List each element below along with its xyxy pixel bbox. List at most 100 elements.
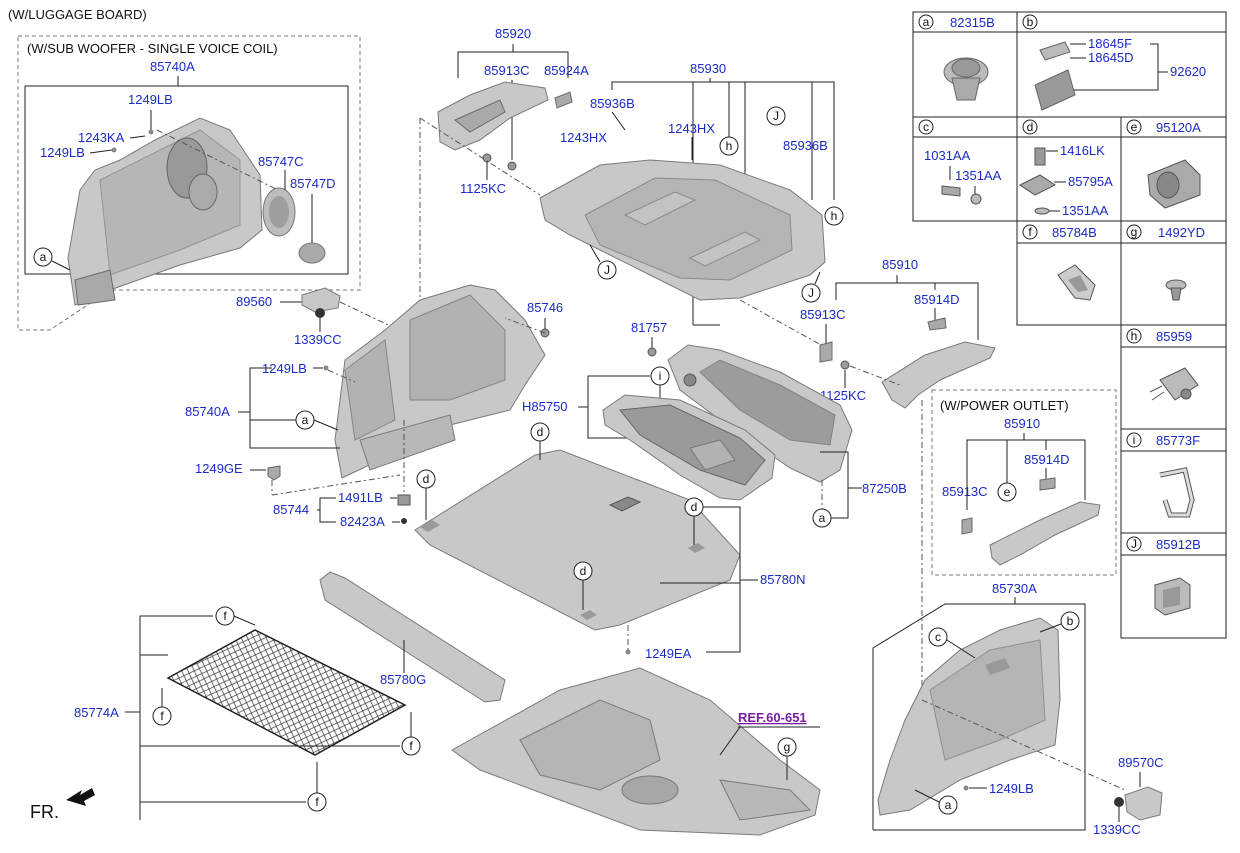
callout-letter: J — [773, 109, 779, 123]
part-number[interactable]: 85744 — [273, 502, 309, 517]
part-number[interactable]: 85747D — [290, 176, 336, 191]
part-number[interactable]: 1339CC — [1093, 822, 1141, 837]
legend-cell-g: g 1492YD — [1126, 224, 1205, 301]
part-number[interactable]: 89570C — [1118, 755, 1164, 770]
part-number[interactable]: 85784B — [1052, 225, 1097, 240]
callout-letter: e — [1004, 485, 1011, 499]
part-number[interactable]: 1492YD — [1158, 225, 1205, 240]
part-number[interactable]: 1243HX — [668, 121, 715, 136]
callout-letter: b — [1067, 614, 1074, 628]
part-number[interactable]: 85746 — [527, 300, 563, 315]
clip-icon — [943, 57, 989, 101]
part-number[interactable]: H85750 — [522, 399, 568, 414]
legend-letter: h — [1131, 329, 1138, 343]
part-number[interactable]: 87250B — [862, 481, 907, 496]
fastener-icon — [1154, 577, 1191, 616]
luggage-tray-H85750 — [602, 394, 776, 501]
part-number[interactable]: 85913C — [484, 63, 530, 78]
trim-strip-85780G — [319, 571, 506, 703]
subwoofer-trim-panel — [67, 117, 263, 306]
part-number[interactable]: 82423A — [340, 514, 385, 529]
part-number[interactable]: 81757 — [631, 320, 667, 335]
part-number[interactable]: 1031AA — [924, 148, 971, 163]
band-clip-icon — [1159, 467, 1195, 518]
legend-cell-e: e 95120A — [1126, 119, 1201, 209]
part-number[interactable]: 1249LB — [262, 361, 307, 376]
part-number[interactable]: 1416LK — [1060, 143, 1105, 158]
part-number[interactable]: 85914D — [1024, 452, 1070, 467]
callout-letter: c — [935, 630, 941, 644]
callout-letter: h — [726, 139, 733, 153]
push-pin-icon — [1165, 279, 1187, 301]
part-number[interactable]: 85774A — [74, 705, 119, 720]
part-number[interactable]: 18645F — [1088, 36, 1132, 51]
luggage-board-85780N — [414, 449, 741, 631]
callout-letter: J — [808, 286, 814, 300]
part-number[interactable]: 85740A — [185, 404, 230, 419]
part-number[interactable]: 85913C — [800, 307, 846, 322]
callout-letter: f — [160, 709, 164, 723]
part-number[interactable]: 1125KC — [460, 181, 506, 196]
legend-table — [912, 11, 1227, 639]
speaker-85747C — [262, 187, 296, 237]
part-number[interactable]: 1249GE — [195, 461, 243, 476]
part-number[interactable]: 85959 — [1156, 329, 1192, 344]
part-number[interactable]: 85936B — [783, 138, 828, 153]
part-number[interactable]: 18645D — [1088, 50, 1134, 65]
part-number[interactable]: 1249LB — [128, 92, 173, 107]
package-tray-85930 — [539, 159, 826, 301]
part-number[interactable]: 1243KA — [78, 130, 125, 145]
part-number[interactable]: 85910 — [1004, 416, 1040, 431]
part-number[interactable]: 85913C — [942, 484, 988, 499]
part-number[interactable]: 85780G — [380, 672, 426, 687]
part-number[interactable]: 1243HX — [560, 130, 607, 145]
legend-cell-d: d 1416LK 85795A 1351AA — [1019, 119, 1113, 218]
part-number[interactable]: 85920 — [495, 26, 531, 41]
part-number[interactable]: 82315B — [950, 15, 995, 30]
callout-letter: h — [831, 209, 838, 223]
trim-85910 — [819, 317, 996, 409]
callout-letter: a — [819, 511, 826, 525]
part-number[interactable]: 85930 — [690, 61, 726, 76]
part-number[interactable]: 95120A — [1156, 120, 1201, 135]
part-number[interactable]: 1125KC — [820, 388, 866, 403]
part-number[interactable]: 85730A — [992, 581, 1037, 596]
callout-letter: f — [223, 609, 227, 623]
part-number[interactable]: 85740A — [150, 59, 195, 74]
part-number[interactable]: 92620 — [1170, 64, 1206, 79]
part-number[interactable]: 1249LB — [989, 781, 1034, 796]
legend-letter: J — [1131, 537, 1137, 551]
reference-link[interactable]: REF.60-651 — [738, 710, 807, 725]
front-label: FR. — [30, 802, 59, 822]
legend-letter: a — [923, 15, 930, 29]
part-number[interactable]: 85747C — [258, 154, 304, 169]
part-number[interactable]: 85795A — [1068, 174, 1113, 189]
legend-letter: f — [1028, 225, 1032, 239]
legend-cell-i: i 85773F — [1126, 432, 1200, 518]
part-number[interactable]: 85936B — [590, 96, 635, 111]
part-number[interactable]: 1249LB — [40, 145, 85, 160]
subwoofer-inner-box — [24, 85, 349, 275]
part-number[interactable]: 1351AA — [955, 168, 1002, 183]
legend-letter: i — [1133, 433, 1136, 447]
part-number[interactable]: 1339CC — [294, 332, 342, 347]
part-number[interactable]: 85912B — [1156, 537, 1201, 552]
part-number[interactable]: 1351AA — [1062, 203, 1109, 218]
power-outlet-title: (W/POWER OUTLET) — [940, 398, 1069, 413]
legend-cell-b: b 18645F 18645D 92620 — [1022, 14, 1206, 111]
part-number[interactable]: 85910 — [882, 257, 918, 272]
legend-letter: g — [1131, 225, 1138, 239]
power-outlet-icon — [1147, 159, 1201, 209]
callout-letter: a — [40, 250, 47, 264]
callout-letter: g — [784, 740, 791, 754]
part-number[interactable]: 85780N — [760, 572, 806, 587]
callout-letter: a — [302, 413, 309, 427]
part-number[interactable]: 1491LB — [338, 490, 383, 505]
part-number[interactable]: 1249EA — [645, 646, 692, 661]
part-number[interactable]: 85914D — [914, 292, 960, 307]
part-number[interactable]: 85924A — [544, 63, 589, 78]
part-number[interactable]: 89560 — [236, 294, 272, 309]
part-number[interactable]: 85773F — [1156, 433, 1200, 448]
